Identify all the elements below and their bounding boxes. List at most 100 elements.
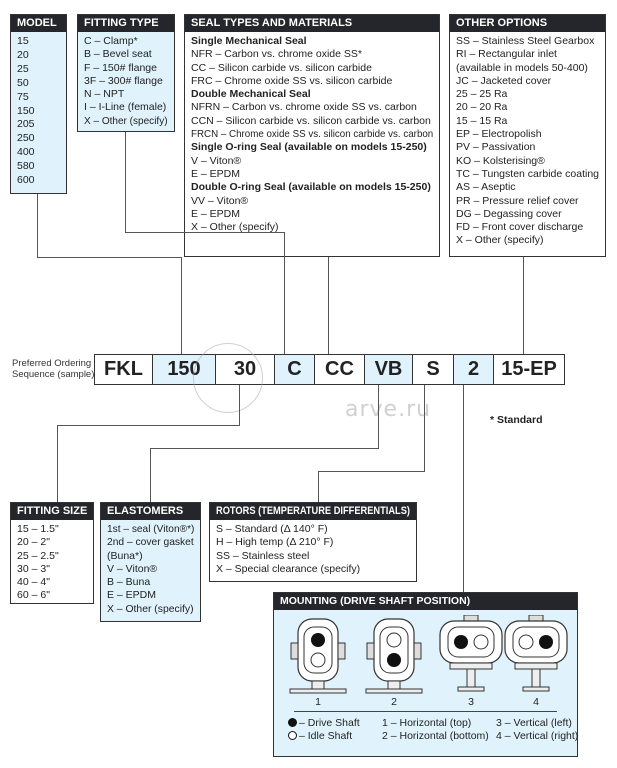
other-options-header: OTHER OPTIONS: [450, 15, 605, 32]
connector-fitting-size: [239, 385, 241, 426]
list-item: 580: [17, 160, 35, 173]
list-item: NFRN – Carbon vs. chrome oxide SS vs. ca…: [191, 101, 417, 114]
list-item: N – NPT: [84, 88, 125, 101]
list-item: 20: [17, 48, 29, 61]
fitting-size-box: FITTING SIZE 15 – 1.5" 20 – 2" 25 – 2.5"…: [10, 502, 94, 604]
list-item: B – Buna: [107, 576, 151, 589]
list-item: X – Other (specify): [456, 234, 544, 247]
list-item: JC – Jacketed cover: [456, 74, 552, 87]
list-item: X – Other (specify): [84, 114, 168, 127]
sequence-cell-elastomers: VB: [365, 355, 413, 384]
sequence-cell-fitting-type: C: [275, 355, 315, 384]
connector-rotors: [318, 471, 320, 502]
pump-position-4-icon: [504, 615, 568, 692]
connector-fitting-type: [284, 232, 286, 354]
standard-note: * Standard: [490, 414, 543, 426]
list-item: 250: [17, 132, 35, 145]
list-item: RI – Rectangular inlet: [456, 48, 557, 61]
list-item: E – EPDM: [191, 167, 241, 180]
list-item: 25 – 25 Ra: [456, 88, 508, 101]
list-item: 50: [17, 76, 29, 89]
sequence-label: Preferred Ordering Sequence (sample): [12, 358, 95, 380]
connector-seal-types: [328, 257, 330, 354]
ordering-sequence: FKL 150 30 C CC VB S 2 15-EP: [94, 354, 565, 385]
rotors-list: S – Standard (Δ 140° F) H – High temp (Δ…: [210, 520, 416, 580]
rotors-box: ROTORS (TEMPERATURE DIFFERENTIALS) S – S…: [209, 502, 417, 582]
connector-fitting-size: [57, 425, 59, 502]
other-options-list: SS – Stainless Steel Gearbox RI – Rectan…: [450, 32, 605, 252]
connector-rotors: [318, 471, 425, 473]
model-list: 15 20 25 50 75 150 205 250 400 580 600: [11, 32, 66, 192]
seal-types-header: SEAL TYPES AND MATERIALS: [185, 15, 439, 32]
connector-model: [37, 194, 39, 258]
list-item: X – Other (specify): [107, 602, 194, 615]
list-item: E – EPDM: [191, 207, 241, 220]
seal-types-box: SEAL TYPES AND MATERIALS Single Mechanic…: [184, 14, 440, 257]
connector-fitting-type: [125, 232, 285, 234]
elastomers-box: ELASTOMERS 1st – seal (Viton®*) 2nd – co…: [100, 502, 201, 622]
list-item: VV – Viton®: [191, 194, 249, 207]
mounting-divider: [294, 711, 557, 712]
list-item: (available in models 50-400): [456, 61, 588, 74]
list-item: I – I-Line (female): [84, 101, 167, 114]
group-heading: Single Mechanical Seal: [191, 35, 307, 47]
connector-other-options: [523, 257, 525, 354]
list-item: 60 – 6": [17, 589, 50, 602]
list-item: 600: [17, 174, 35, 187]
rotors-header: ROTORS (TEMPERATURE DIFFERENTIALS): [210, 503, 416, 520]
list-item: AS – Aseptic: [456, 181, 516, 194]
list-item: (Buna*): [107, 549, 143, 562]
list-item: PV – Passivation: [456, 141, 536, 154]
list-item: 400: [17, 146, 35, 159]
mounting-header: MOUNTING (DRIVE SHAFT POSITION): [274, 593, 577, 610]
list-item: FRC – Chrome oxide SS vs. silicon carbid…: [191, 74, 393, 87]
list-item: SS – Stainless Steel Gearbox: [456, 35, 595, 47]
list-item: 20 – 2": [17, 536, 50, 549]
list-item: TC – Tungsten carbide coating: [456, 167, 600, 180]
legend-shafts: – Drive Shaft – Idle Shaft: [288, 717, 360, 743]
list-item: 25: [17, 62, 29, 75]
list-item: 205: [17, 118, 35, 131]
list-item: 25 – 2.5": [17, 549, 59, 562]
connector-mounting: [463, 385, 465, 592]
pump-position-3-icon: [439, 615, 503, 692]
connector-elastomers: [378, 385, 380, 449]
pump-label-4: 4: [533, 696, 539, 708]
watermark-logo-icon: [193, 343, 263, 413]
connector-rotors: [424, 385, 426, 472]
model-box: MODEL 15 20 25 50 75 150 205 250 400 580…: [10, 14, 67, 194]
connector-model: [181, 257, 183, 354]
list-item: 15 – 1.5": [17, 523, 59, 535]
list-item: EP – Electropolish: [456, 128, 542, 141]
list-item: 30 – 3": [17, 562, 50, 575]
connector-model: [37, 257, 182, 259]
list-item: DG – Degassing cover: [456, 207, 562, 220]
list-item: NFR – Carbon vs. chrome oxide SS*: [191, 48, 362, 61]
pump-label-2: 2: [391, 696, 397, 708]
model-header: MODEL: [11, 15, 66, 32]
list-item: E – EPDM: [107, 589, 157, 602]
list-item: 2nd – cover gasket: [107, 536, 194, 549]
list-item: F – 150# flange: [84, 61, 157, 74]
list-item: SS – Stainless steel: [216, 549, 310, 562]
pump-position-1-icon: [289, 618, 347, 694]
list-item: FD – Front cover discharge: [456, 221, 584, 234]
group-heading: Double O-ring Seal (available on models …: [191, 181, 431, 194]
list-item: 3F – 300# flange: [84, 74, 163, 87]
fitting-type-list: C – Clamp* B – Bevel seat F – 150# flang…: [78, 32, 174, 132]
idle-shaft-icon: [288, 731, 297, 740]
mounting-box: MOUNTING (DRIVE SHAFT POSITION): [273, 592, 578, 757]
list-item: 75: [17, 90, 29, 103]
pump-label-1: 1: [315, 696, 321, 708]
list-item: H – High temp (Δ 210° F): [216, 536, 334, 549]
list-item: KO – Kolsterising®: [456, 154, 545, 167]
list-item: S – Standard (Δ 140° F): [216, 523, 328, 535]
fitting-size-list: 15 – 1.5" 20 – 2" 25 – 2.5" 30 – 3" 40 –…: [11, 520, 93, 607]
pump-diagrams: [289, 615, 568, 694]
legend-positions-a: 1 – Horizontal (top) 2 – Horizontal (bot…: [382, 717, 489, 742]
list-item: 40 – 4": [17, 576, 50, 589]
list-item: B – Bevel seat: [84, 48, 152, 61]
list-item: FRCN – Chrome oxide SS vs. silicon carbi…: [191, 128, 434, 141]
group-heading: Single O-ring Seal (available on models …: [191, 141, 427, 154]
sequence-cell-rotors: S: [413, 355, 454, 384]
